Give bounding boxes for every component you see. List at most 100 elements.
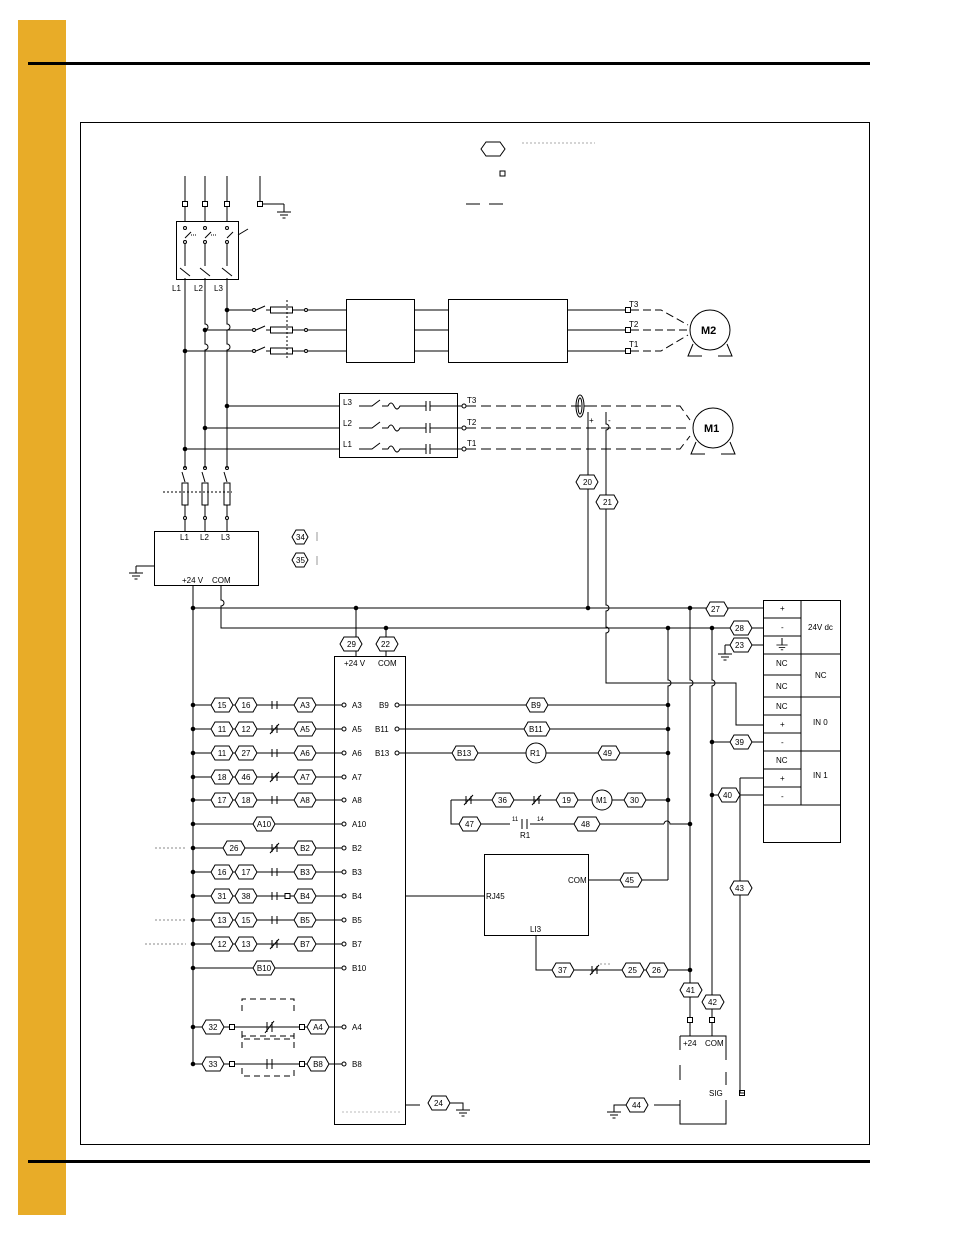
motor-starter: L3 L2 L1 T3 T2 T1: [185, 393, 691, 458]
rung-dest-hex: [293, 840, 317, 856]
rung-tag-hex: [222, 840, 246, 856]
bus-verticals: 39 40 43: [667, 608, 764, 1094]
rung-junction: [190, 1061, 196, 1067]
top-rule: [28, 62, 870, 65]
contact-nc: [269, 723, 280, 735]
starter-l2: L2: [343, 419, 352, 428]
rung-dest: B2: [300, 844, 310, 853]
tag-28: 28: [735, 624, 744, 633]
starter-l1: L1: [343, 440, 352, 449]
drive2-li3: LI3: [530, 925, 542, 934]
tag-40: 40: [723, 791, 732, 800]
tag-34: 34: [296, 533, 305, 542]
rung-tag: 33: [209, 1060, 218, 1069]
vfd-t1: T1: [629, 340, 639, 349]
plc-input-terminal: [341, 1024, 347, 1030]
vfd-t3: T3: [629, 300, 639, 309]
plc-input-terminal: [341, 821, 347, 827]
plc-input-a6: A6: [352, 749, 362, 758]
rung-tag: 16: [242, 701, 251, 710]
plc-input-b10: B10: [352, 964, 367, 973]
rung-tag-hex: [210, 721, 234, 737]
out-b11-term: B11: [375, 725, 389, 734]
out-b11-tag: B11: [529, 725, 543, 734]
dashed-bypass: [241, 1035, 295, 1077]
rung-dest: A3: [300, 701, 310, 710]
rung-tag: 15: [242, 916, 251, 925]
rung-tag-hex: [210, 912, 234, 928]
rung-junction: [190, 774, 196, 780]
rung-junction: [190, 1024, 196, 1030]
rung-junction: [190, 845, 196, 851]
motor-tag-36: 36: [498, 796, 507, 805]
sensor-plus: +: [589, 416, 594, 425]
plc-input-a5: A5: [352, 725, 362, 734]
starter-t2: T2: [467, 418, 477, 427]
rung-tag-hex: [210, 792, 234, 808]
io-row-3: NC: [776, 682, 788, 691]
seal-contact-11: 11: [512, 817, 519, 823]
sensor-transmitter: 41 42 +24 COM SIG 44: [606, 982, 745, 1125]
rung-tag: 11: [218, 725, 227, 734]
contact-nc: [264, 1020, 275, 1034]
out-b13-term: B13: [375, 749, 390, 758]
rung-dest: A6: [300, 749, 310, 758]
psu-24v: +24 V: [182, 576, 204, 585]
tag-44: 44: [632, 1101, 641, 1110]
dashed-bypass: [241, 998, 295, 1040]
li3-tag-37: 37: [558, 966, 567, 975]
plc-input-terminal: [341, 845, 347, 851]
rung-tag: 12: [242, 725, 251, 734]
rung-tag: 13: [218, 916, 227, 925]
contact-nc: [269, 938, 280, 950]
rung-tag-hex: [210, 697, 234, 713]
plc-input-b3: B3: [352, 868, 362, 877]
rung-junction: [190, 750, 196, 756]
rung-tag: 31: [218, 892, 227, 901]
rung-tag-hex: [210, 936, 234, 952]
tag-29: 23: [735, 641, 744, 650]
io-row-1: -: [781, 623, 784, 632]
rung-dest-hex: [293, 769, 317, 785]
io-row-2: NC: [776, 659, 788, 668]
rung-tag: 18: [242, 796, 251, 805]
rung-dest-hex: [293, 888, 317, 904]
rung-dest-hex: [252, 960, 276, 976]
rung-tag: 18: [218, 773, 227, 782]
plc-outputs: B9 B11 B13 B9 B11 B13 R1 49: [375, 697, 671, 764]
plc-input-a4: A4: [352, 1023, 362, 1032]
rung-tag-hex: [210, 888, 234, 904]
terminal: [229, 1061, 235, 1067]
legend: [466, 141, 595, 205]
rung-dest: B10: [257, 964, 272, 973]
rung-tag: 32: [209, 1023, 218, 1032]
plc-input-terminal: [341, 797, 347, 803]
io-row-8: +: [780, 774, 785, 783]
rung-dest-hex: [293, 912, 317, 928]
rung-tag-hex: [234, 792, 258, 808]
io-row-9: -: [781, 792, 784, 801]
vfd-fuses: [185, 300, 347, 358]
plc: +24 V COM 24: [334, 656, 471, 1125]
rung-tag: 46: [242, 773, 251, 782]
disconnect-l1: L1: [172, 284, 181, 293]
rung-tag: 15: [218, 701, 227, 710]
plc-input-terminal: [341, 1061, 347, 1067]
rung-tag: 16: [218, 868, 227, 877]
io-row-0: +: [780, 604, 785, 613]
plc-input-b7: B7: [352, 940, 362, 949]
plc-input-terminal: [341, 750, 347, 756]
rung-tag-hex: [234, 721, 258, 737]
plc-input-terminal: [341, 917, 347, 923]
rung-dest: B8: [313, 1060, 323, 1069]
rung-tag-hex: [234, 769, 258, 785]
rung-junction: [190, 917, 196, 923]
io-row-6: -: [781, 738, 784, 747]
rung-tag-hex: [210, 745, 234, 761]
rung-junction: [190, 869, 196, 875]
motor-m1-coil: M1: [596, 796, 608, 805]
starter-t1: T1: [467, 439, 477, 448]
rung-dest: A8: [300, 796, 310, 805]
plc-input-terminal: [341, 726, 347, 732]
motor-m1: M1: [690, 407, 736, 455]
